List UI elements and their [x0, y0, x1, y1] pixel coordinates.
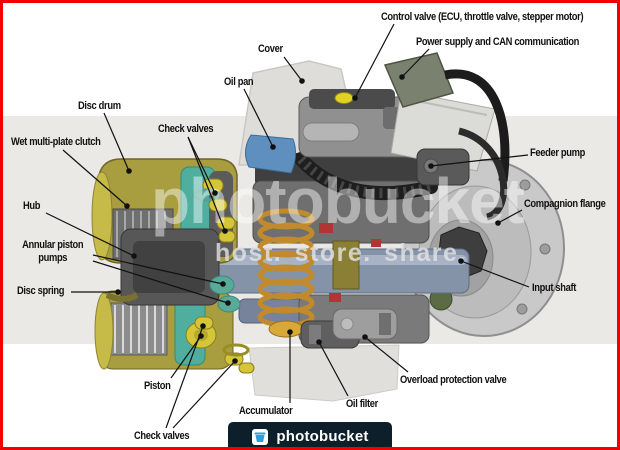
power-connector: [383, 52, 510, 221]
overload-valve-part: [332, 308, 398, 340]
label-accumulator: Accumulator: [239, 405, 293, 417]
leader-dot-overload-protection-valve: [362, 334, 368, 340]
leader-line-cover: [283, 56, 303, 82]
leader-dot-oil-filter: [316, 339, 322, 345]
label-oil-filter: Oil filter: [346, 398, 378, 410]
leader-dot-feeder-pump: [428, 163, 434, 169]
leader-line-piston: [170, 335, 202, 379]
leader-line-disc-drum: [103, 112, 130, 172]
check-valves-bottom-parts: [194, 316, 255, 374]
feeder-pump-part: [416, 148, 470, 186]
leader-line-oil-pan: [243, 88, 274, 148]
leader-dot-compagnion-flange: [495, 220, 501, 226]
leader-line-annular-piston-pumps: [92, 260, 229, 304]
leader-line-check-valves-bottom: [172, 360, 236, 429]
leader-dot-hub: [131, 253, 137, 259]
label-check-valves-bottom: Check valves: [134, 430, 190, 442]
label-hub: Hub: [23, 200, 41, 212]
photobucket-badge[interactable]: photobucket: [228, 422, 392, 447]
leader-line-power-supply: [401, 48, 430, 78]
leader-dot-annular-piston-pumps: [220, 281, 226, 287]
leader-line-annular-piston-pumps: [92, 254, 224, 285]
seal-parts: [319, 223, 381, 302]
leader-line-wet-multi-plate-clutch: [62, 149, 128, 207]
leader-dot-power-supply: [399, 74, 405, 80]
label-disc-drum: Disc drum: [78, 100, 121, 112]
leader-dot-disc-spring: [115, 289, 121, 295]
label-input-shaft: Input shaft: [532, 282, 577, 294]
leader-line-check-valves-bottom: [165, 325, 204, 429]
label-overload-protection-valve: Overload protection valve: [400, 374, 507, 386]
leader-dot-check-valves-bottom: [200, 323, 206, 329]
leader-dot-oil-pan: [270, 144, 276, 150]
leader-dot-check-valves-top: [222, 228, 228, 234]
leader-dot-check-valves-top: [212, 190, 218, 196]
leader-line-overload-protection-valve: [364, 336, 409, 373]
leader-line-hub: [45, 212, 135, 257]
label-cover: Cover: [258, 43, 283, 55]
leader-dot-cover: [299, 78, 305, 84]
leader-line-check-valves-top: [187, 136, 216, 194]
machine-illustration: [91, 52, 565, 402]
leader-line-input-shaft: [460, 260, 530, 288]
leader-line-control-valve: [354, 23, 395, 99]
leader-line-oil-filter: [318, 341, 349, 397]
leader-dot-annular-piston-pumps: [225, 300, 231, 306]
leader-line-compagnion-flange: [497, 209, 523, 224]
accumulator-spring: [257, 208, 315, 338]
label-control-valve: Control valve (ECU, throttle valve, step…: [381, 11, 584, 23]
leader-lines-layer: [45, 23, 530, 429]
label-piston: Piston: [144, 380, 171, 392]
label-disc-spring: Disc spring: [17, 285, 65, 297]
leader-line-check-valves-top: [187, 136, 226, 232]
leader-dot-accumulator: [287, 329, 293, 335]
leader-dot-wet-multi-plate-clutch: [124, 203, 130, 209]
label-oil-pan: Oil pan: [224, 76, 254, 88]
leader-dot-control-valve: [352, 95, 358, 101]
leader-line-feeder-pump: [430, 154, 529, 167]
leader-dot-check-valves-bottom: [232, 358, 238, 364]
label-check-valves-top: Check valves: [158, 123, 214, 135]
photobucket-badge-label: photobucket: [276, 428, 369, 445]
label-power-supply: Power supply and CAN communication: [416, 36, 580, 48]
oil-pan-part: [245, 134, 297, 174]
label-feeder-pump: Feeder pump: [530, 147, 585, 159]
label-wet-multi-plate-clutch: Wet multi-plate clutch: [11, 136, 101, 148]
leader-dot-input-shaft: [458, 258, 464, 264]
disc-spring-part: [105, 292, 139, 302]
label-compagnion-flange: Compagnion flange: [524, 198, 606, 210]
leader-dot-disc-drum: [126, 168, 132, 174]
photobucket-logo-icon: [252, 428, 269, 445]
